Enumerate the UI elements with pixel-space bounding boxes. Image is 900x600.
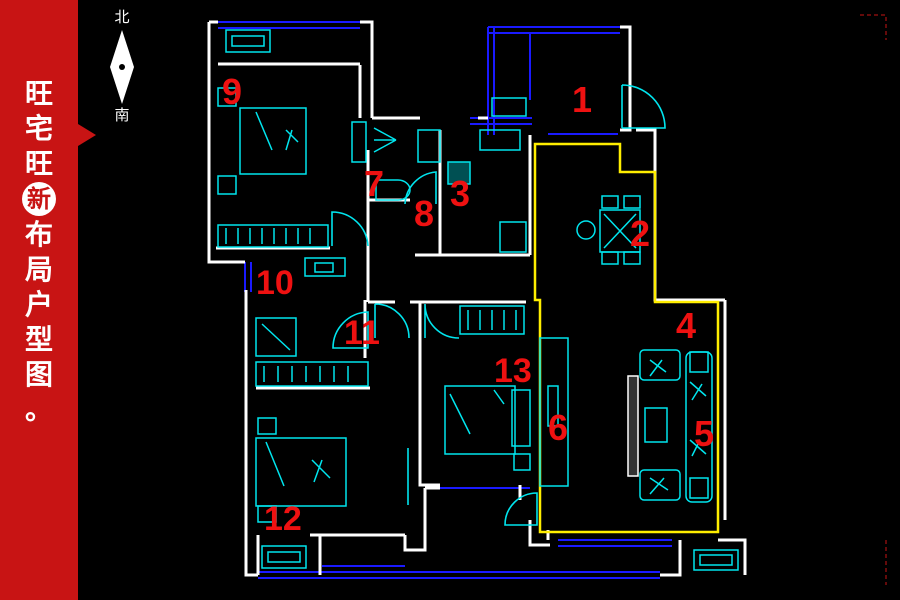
title-char: 局 <box>24 253 53 286</box>
living-area-outline <box>533 142 720 534</box>
title-char: 户 <box>24 288 53 321</box>
room-number-labels: 1 2 3 4 5 6 7 8 9 10 11 12 13 <box>222 71 714 538</box>
room-number-1: 1 <box>572 79 592 120</box>
room-number-12: 12 <box>264 500 302 538</box>
title-char: 。 <box>24 393 53 426</box>
compass-north-label: 北 <box>114 8 130 26</box>
room-number-10: 10 <box>256 264 294 302</box>
compass-needle-icon <box>110 30 134 104</box>
room-number-2: 2 <box>630 213 650 254</box>
room-number-8: 8 <box>414 193 434 234</box>
title-char: 旺 <box>24 147 53 180</box>
title-char: 图 <box>24 358 53 391</box>
title-char: 布 <box>24 218 53 251</box>
windows <box>218 21 672 579</box>
room-number-4: 4 <box>676 305 696 346</box>
title-sidebar: 旺 宅 旺 新 布 局 户 型 图 。 <box>0 0 78 600</box>
sidebar-pointer-arrow <box>78 124 96 146</box>
title-char: 型 <box>24 323 53 356</box>
title-char: 宅 <box>24 112 53 145</box>
room-number-3: 3 <box>450 173 470 214</box>
room-number-9: 9 <box>222 71 242 112</box>
room-number-7: 7 <box>364 163 384 204</box>
room-number-11: 11 <box>344 314 380 352</box>
compass: 北 南 <box>100 8 144 126</box>
room-number-13: 13 <box>494 352 532 390</box>
title-char-highlight: 新 <box>22 182 56 216</box>
drawing-frame <box>245 14 887 585</box>
room-number-5: 5 <box>694 413 714 454</box>
furniture-fixtures <box>217 29 739 571</box>
title-char: 旺 <box>24 77 53 110</box>
compass-south-label: 南 <box>114 106 130 124</box>
page-title: 旺 宅 旺 新 布 局 户 型 图 。 <box>0 76 78 427</box>
room-number-6: 6 <box>548 407 568 448</box>
doors <box>331 84 666 526</box>
